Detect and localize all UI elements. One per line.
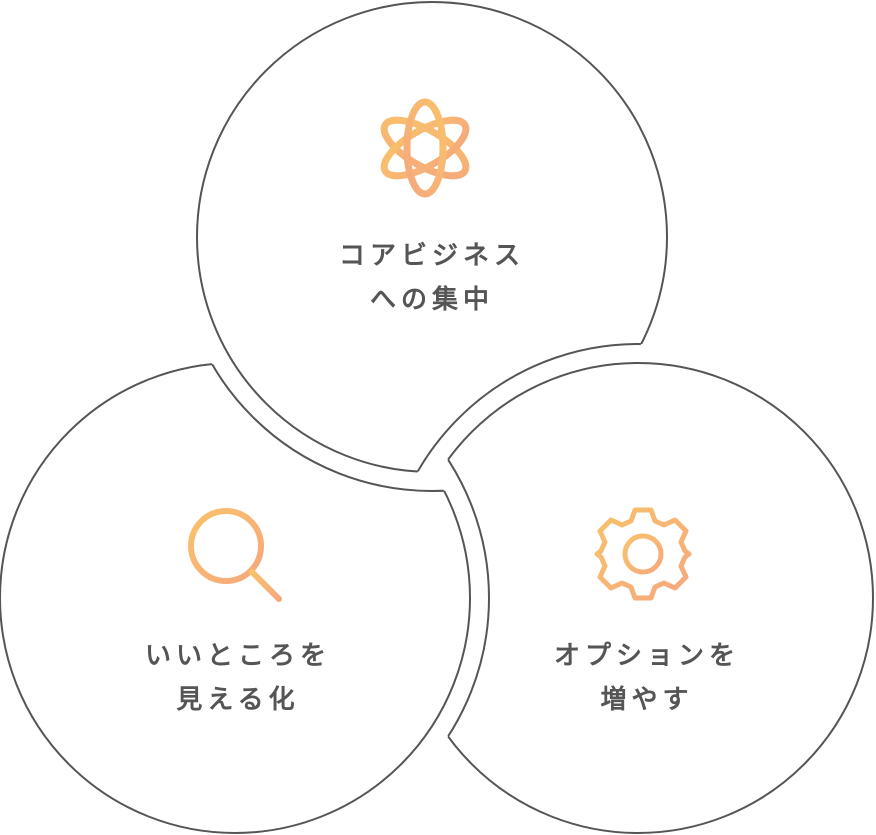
label-visualize-strengths: いいところを 見える化: [118, 634, 358, 722]
label-line-2: への集中: [369, 285, 494, 315]
label-core-business: コアビジネス への集中: [312, 234, 552, 322]
gear-icon: [594, 507, 692, 601]
label-line-2: 増やす: [600, 685, 694, 715]
label-increase-options: オプションを 増やす: [527, 634, 767, 722]
label-line-1: コアビジネス: [338, 241, 525, 271]
label-line-1: いいところを: [144, 641, 331, 671]
label-line-1: オプションを: [553, 641, 740, 671]
circle-core-business: [196, 1, 668, 473]
circle-increase-options: [402, 362, 874, 834]
search-icon: [188, 508, 282, 602]
label-line-2: 見える化: [176, 685, 300, 715]
atom-play-icon: [380, 98, 470, 198]
circle-visualize-strengths: [0, 362, 471, 834]
